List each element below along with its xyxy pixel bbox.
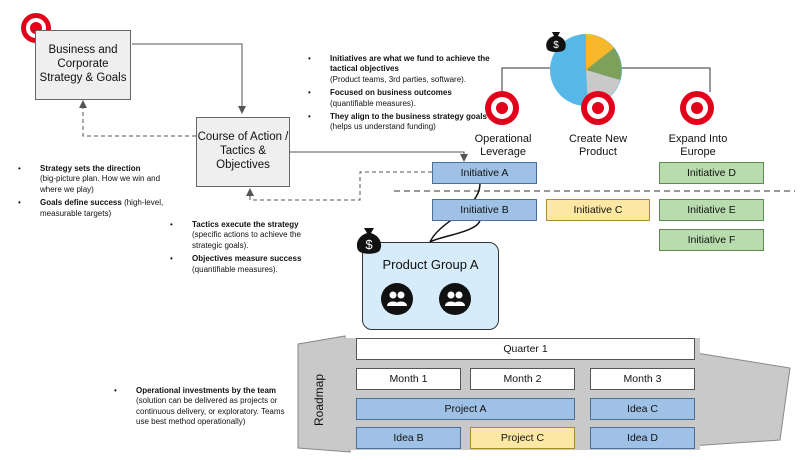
project-c-box: Project C	[470, 427, 575, 449]
quarter-box: Quarter 1	[356, 338, 695, 360]
tactics-note: •Tactics execute the strategy(specific a…	[170, 220, 302, 274]
team-icon	[381, 283, 413, 315]
month-box: Month 2	[470, 368, 575, 390]
month-box: Month 3	[590, 368, 695, 390]
idea-d-box: Idea D	[590, 427, 695, 449]
target-icon	[680, 91, 714, 125]
initiative-f: Initiative F	[659, 229, 764, 251]
target-label: Expand Into Europe	[668, 133, 728, 159]
target-label: Create New Product	[568, 133, 628, 159]
money-bag-icon: $	[546, 32, 566, 52]
roadmap-label-wrap: Roadmap	[304, 370, 334, 430]
funding-pie-icon	[550, 34, 622, 106]
initiative-a: Initiative A	[432, 162, 537, 184]
month-box: Month 1	[356, 368, 461, 390]
initiative-c: Initiative C	[546, 199, 650, 221]
target-icon	[581, 91, 615, 125]
product-group-title: Product Group A	[382, 257, 479, 272]
idea-b-box: Idea B	[356, 427, 461, 449]
operational-note: •Operational investments by the team(sol…	[114, 386, 285, 427]
roadmap-label: Roadmap	[312, 373, 326, 427]
initiatives-note: •Initiatives are what we fund to achieve…	[308, 54, 490, 132]
svg-text:$: $	[553, 40, 559, 51]
money-bag-icon: $	[356, 228, 382, 254]
target-label: Operational Leverage	[474, 133, 532, 159]
idea-c-box: Idea C	[590, 398, 695, 420]
initiative-b: Initiative B	[432, 199, 537, 221]
business-strategy-box: Business and Corporate Strategy & Goals	[35, 30, 131, 100]
product-group-box: Product Group A	[362, 242, 499, 330]
svg-text:$: $	[365, 237, 373, 252]
project-a-box: Project A	[356, 398, 575, 420]
target-icon	[485, 91, 519, 125]
team-icon	[439, 283, 471, 315]
course-of-action-box: Course of Action / Tactics & Objectives	[196, 117, 290, 187]
initiative-d: Initiative D	[659, 162, 764, 184]
strategy-note: •Strategy sets the direction(big-picture…	[18, 164, 164, 218]
initiative-e: Initiative E	[659, 199, 764, 221]
